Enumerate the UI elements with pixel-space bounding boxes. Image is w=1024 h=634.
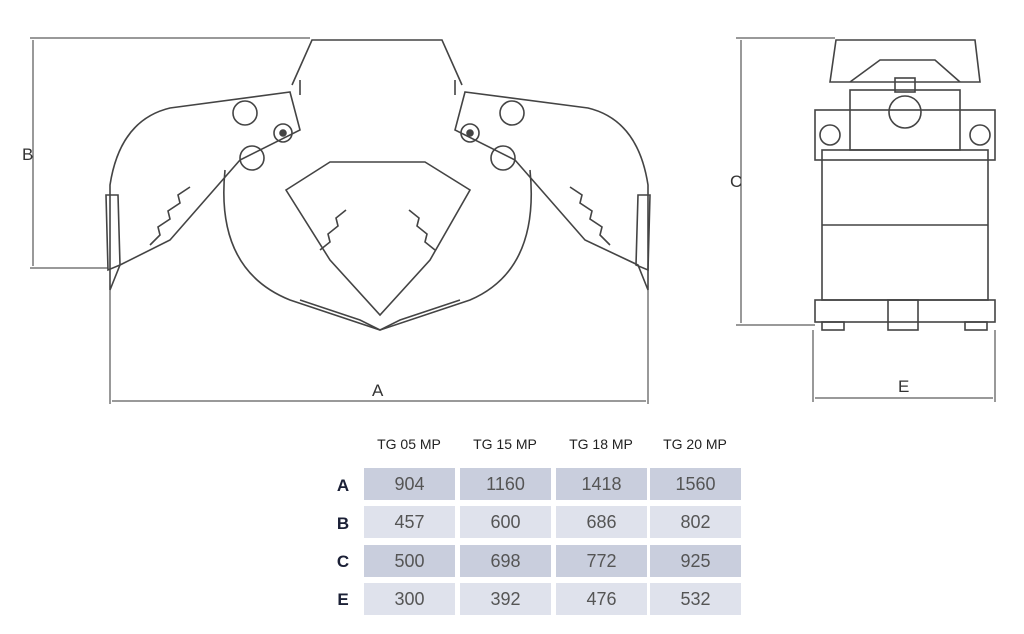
dimension-lines [30,37,996,404]
column-header: TG 18 MP [569,436,633,452]
table-cell: 686 [556,506,647,538]
dimension-label-c: C [730,172,743,191]
table-cell: 698 [460,545,551,577]
row-label: E [337,590,349,609]
column-header: TG 05 MP [377,436,441,452]
grapple-side-view [814,39,996,331]
table-cell: 532 [650,583,741,615]
dimension-label-a: A [372,381,384,400]
grapple-front-view [105,39,651,331]
table-cell: 1418 [556,468,647,500]
table-cell: 1160 [460,468,551,500]
table-cell: 300 [364,583,455,615]
row-label: A [336,476,350,495]
table-cell: 1560 [650,468,741,500]
dimension-label-e: E [898,377,910,396]
row-label: B [336,514,350,533]
row-label: C [336,552,350,571]
table-cell: 392 [460,583,551,615]
table-cell: 772 [556,545,647,577]
table-cell: 600 [460,506,551,538]
table-cell: 802 [650,506,741,538]
table-cell: 500 [364,545,455,577]
table-cell: 457 [364,506,455,538]
table-cell: 476 [556,583,647,615]
table-cell: 904 [364,468,455,500]
column-header: TG 15 MP [473,436,537,452]
dimension-label-b: B [22,145,34,164]
column-header: TG 20 MP [663,436,727,452]
table-cell: 925 [650,545,741,577]
